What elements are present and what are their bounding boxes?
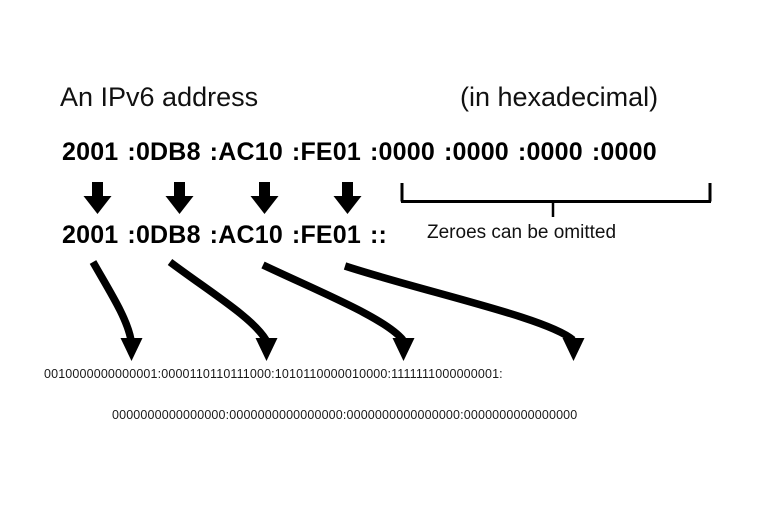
hex-sep-3: :	[209, 138, 219, 166]
hex-sep-4: :	[291, 138, 301, 166]
short-hex-group-4: FE01	[300, 221, 362, 249]
hex-sep-7: :	[517, 138, 527, 166]
hex-sep-2: :	[127, 138, 136, 166]
hex-group-3: AC10	[218, 138, 283, 166]
hex-sep-5: :	[370, 138, 379, 166]
hex-group-1: 2001	[62, 138, 119, 166]
short-hex-sep-3: :	[209, 221, 219, 249]
compressed-hex-address: 2001:0DB8:AC10:FE01::	[62, 221, 387, 250]
full-hex-address: 2001:0DB8:AC10:FE01:0000:0000:0000:0000	[62, 138, 657, 167]
hex-group-5: 0000	[378, 138, 435, 166]
hex-group-6: 0000	[452, 138, 509, 166]
curved-arrow-1	[89, 260, 143, 361]
down-arrow-4	[333, 182, 362, 214]
hex-group-7: 0000	[526, 138, 583, 166]
double-colon-marker: :	[378, 221, 388, 249]
binary-line-1: 0010000000000001:0000110110111000:101011…	[44, 367, 503, 381]
hex-group-2: 0DB8	[135, 138, 201, 166]
hex-group-4: FE01	[300, 138, 362, 166]
curved-arrow-4	[343, 262, 585, 361]
down-arrow-2	[165, 182, 194, 214]
short-hex-sep-4: :	[291, 221, 301, 249]
short-hex-group-3: AC10	[218, 221, 283, 249]
short-hex-group-1: 2001	[62, 221, 119, 249]
hex-group-8: 0000	[600, 138, 657, 166]
short-hex-sep-2: :	[127, 221, 136, 249]
zeroes-omitted-caption: Zeroes can be omitted	[427, 222, 617, 243]
down-arrow-1	[83, 182, 112, 214]
down-arrow-3	[250, 182, 279, 214]
hexadecimal-note: (in hexadecimal)	[460, 82, 659, 112]
page-title: An IPv6 address	[60, 82, 259, 112]
curved-arrow-3	[261, 261, 415, 361]
hex-sep-6: :	[443, 138, 453, 166]
short-hex-sep-5: :	[370, 221, 379, 249]
curved-arrow-2	[167, 258, 278, 361]
binary-line-2: 0000000000000000:0000000000000000:000000…	[112, 408, 578, 422]
hex-sep-8: :	[591, 138, 601, 166]
short-hex-group-2: 0DB8	[135, 221, 201, 249]
